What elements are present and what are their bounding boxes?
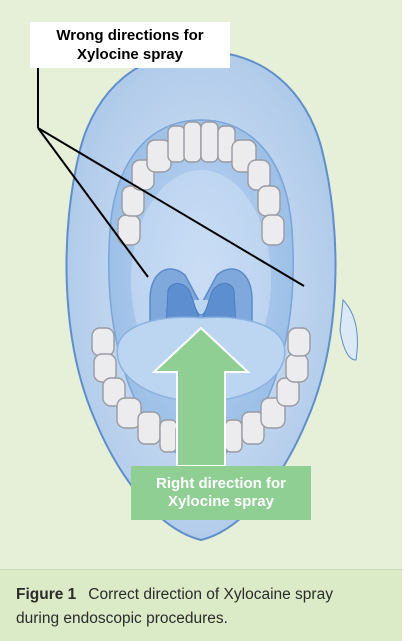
wrong-label-line1: Wrong directions for [30, 26, 230, 45]
figure-number: Figure 1 [16, 586, 76, 603]
right-label-line2: Xylocine spray [131, 493, 311, 511]
wrong-label-line2: Xylocine spray [30, 45, 230, 64]
wrong-directions-label: Wrong directions for Xylocine spray [30, 22, 230, 68]
right-label-line1: Right direction for [131, 475, 311, 493]
caption-text-line1: Correct direction of Xylocaine spray [88, 586, 333, 603]
figure-caption: Figure 1 Correct direction of Xylocaine s… [16, 583, 396, 631]
figure-panel: Wrong directions for Xylocine spray Righ… [0, 0, 402, 641]
right-direction-label: Right direction for Xylocine spray [131, 466, 311, 520]
caption-text-line2: during endoscopic procedures. [16, 610, 228, 627]
